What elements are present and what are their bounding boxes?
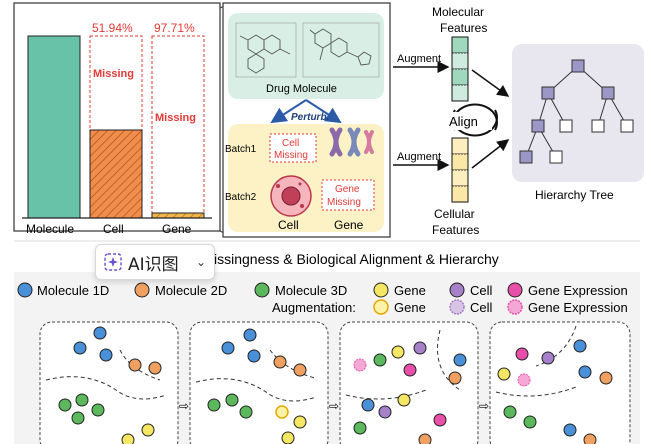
ai-recognize-button[interactable]: AI识图 ⌄ (95, 244, 215, 280)
cell-icon (270, 175, 312, 217)
legend-gene-expression: Gene Expression (528, 283, 628, 298)
batch1-label: Batch1 (225, 144, 257, 155)
legend-molecule-3d: Molecule 3D (275, 283, 347, 298)
ai-sparkle-icon (104, 253, 122, 271)
missing-bar-panel: 51.94% 97.71% Missing Missing Molecule C… (13, 2, 221, 236)
legend-dot-gene-expression (507, 282, 523, 298)
legend-gene: Gene (394, 283, 426, 298)
cell-missing-label: Missing (93, 68, 134, 80)
legend-aug-gene-expression: Gene Expression (528, 300, 628, 315)
embedding-box-2 (189, 321, 329, 444)
legend-augmentation-label: Augmentation: (272, 300, 356, 315)
legend-dot-molecule-2d (134, 282, 150, 298)
x-label-molecule: Molecule (26, 222, 74, 236)
molecule-bar (27, 35, 81, 219)
legend-molecule-2d: Molecule 2D (155, 283, 227, 298)
alignment-panel: Molecular Features Augment Augment Align… (393, 5, 644, 237)
augment-label-bottom: Augment (397, 151, 441, 163)
cellular-features-line1: Cellular (434, 207, 475, 221)
legend-dot-cell (449, 282, 465, 298)
cellular-feature-vector (451, 137, 469, 203)
embedding-box-1 (39, 321, 179, 444)
ai-recognize-label: AI识图 (128, 254, 179, 275)
legend-dot-aug-gene-expression (507, 299, 523, 315)
cell-bar (89, 129, 143, 219)
augment-label-top: Augment (397, 53, 441, 65)
drug-batch-panel: Drug Molecule Perturb. Batch1 Batch2 Cel… (222, 2, 391, 238)
legend-aug-gene: Gene (394, 300, 426, 315)
molecular-feature-vector (451, 36, 469, 102)
batch1-cell-missing-line1: Cell (282, 138, 299, 149)
legend-dot-gene (373, 282, 389, 298)
chromosome-icon (329, 127, 374, 157)
gene-missing-label: Missing (155, 112, 196, 124)
legend-molecule-1d: Molecule 1D (37, 283, 109, 298)
legend-cell: Cell (470, 283, 493, 298)
arrow-3: ⇨ (479, 399, 489, 413)
hierarchy-tree (519, 59, 634, 164)
arrow-1: ⇨ (179, 399, 189, 413)
molecular-features-line1: Molecular (432, 5, 484, 19)
hierarchy-tree-label: Hierarchy Tree (535, 188, 614, 202)
gene-bar (151, 212, 205, 219)
x-label-gene: Gene (162, 222, 192, 236)
align-label: Align (449, 114, 478, 129)
batch2-label: Batch2 (225, 192, 257, 203)
figure-caption: issingness & Biological Alignment & Hier… (214, 251, 499, 267)
legend-dot-molecule-3d (254, 282, 270, 298)
legend-aug-cell: Cell (470, 300, 493, 315)
batch1-cell-missing-box (269, 133, 317, 163)
batch2-gene-missing-line1: Gene (335, 184, 360, 195)
hierarchy-tree-box (512, 44, 644, 182)
batch-cell-label: Cell (278, 218, 299, 232)
legend-dot-aug-cell (449, 299, 465, 315)
molecular-features-line2: Features (440, 21, 487, 35)
chevron-down-icon[interactable]: ⌄ (195, 255, 206, 269)
legend-dot-aug-gene (373, 299, 389, 315)
embedding-box-4 (489, 321, 631, 444)
molecule-structure-icon (239, 28, 372, 74)
perturb-label: Perturb. (291, 112, 329, 123)
batch-gene-label: Gene (334, 218, 364, 232)
batch1-cell-missing-line2: Missing (274, 150, 308, 161)
batch2-gene-missing-line2: Missing (327, 197, 361, 208)
legend: Molecule 1D Molecule 2D Molecule 3D Gene… (17, 282, 628, 315)
embedding-box-3 (339, 321, 479, 444)
arrow-2: ⇨ (329, 399, 339, 413)
cell-missing-percent: 51.94% (92, 21, 133, 35)
batch2-gene-missing-box (321, 179, 375, 211)
gene-missing-percent: 97.71% (154, 21, 195, 35)
drug-molecule-label: Drug Molecule (266, 83, 337, 95)
x-label-cell: Cell (103, 222, 124, 236)
cellular-features-line2: Features (432, 223, 479, 237)
legend-dot-molecule-1d (17, 282, 33, 298)
